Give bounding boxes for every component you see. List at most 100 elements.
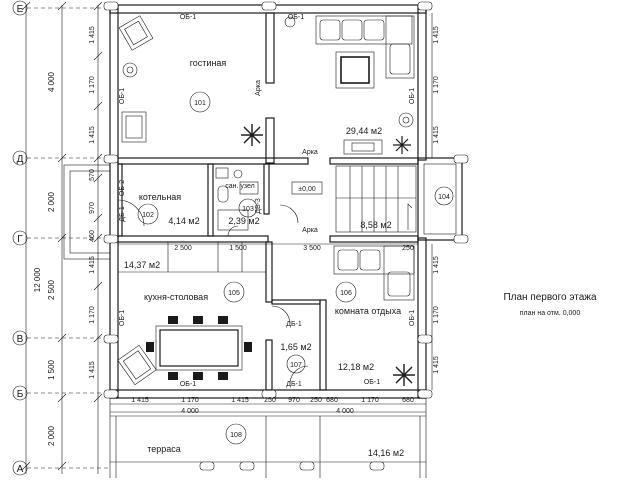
room-living-name: гостиная (190, 58, 227, 68)
axis-v-marker: В (12, 330, 28, 346)
label-ob1-b: ОБ-1 (288, 14, 304, 21)
dim-inner-a: 1 415 (89, 26, 96, 44)
dim-inner-e: 970 (89, 202, 96, 214)
room-rest-number: 106 (335, 281, 357, 303)
svg-text:106: 106 (340, 290, 352, 297)
room-rest-area: 12,18 м2 (338, 362, 374, 372)
room-boiler-number: 102 (137, 203, 159, 225)
dim-right-i: 1 415 (433, 356, 440, 374)
dim-right-a: 1 415 (433, 26, 440, 44)
svg-text:108: 108 (230, 432, 242, 439)
dim-bottom-f: 250 (310, 397, 322, 404)
doors (117, 199, 309, 385)
dim-inner-f: 460 (89, 230, 96, 242)
label-db3: ДБ-3 (255, 198, 262, 214)
dim-left-seg-top: 4 000 (47, 71, 56, 92)
label-arch-1: Арка (255, 80, 262, 96)
middle-dimension-lines: 2 500 1 500 3 500 250 (118, 243, 418, 252)
dim-inner-h: 1 170 (89, 306, 96, 324)
dim-mid-d: 250 (402, 245, 414, 252)
title-line-2: план на отм. 0,000 (520, 310, 581, 317)
dim-right-c: 1 415 (433, 126, 440, 144)
room-terrace-area: 14,16 м2 (368, 448, 404, 458)
label-db1-c: ДБ-1 (286, 381, 302, 388)
dim-inner-c: 1 415 (89, 126, 96, 144)
axis-b-marker: Б (12, 385, 28, 401)
plan-title: План первого этажа план на отм. 0,000 (503, 292, 597, 317)
svg-text:Б: Б (17, 389, 24, 400)
dim-right-b: 1 170 (433, 76, 440, 94)
label-ob1-f: ОБ-1 (409, 310, 416, 326)
label-arch-2: Арка (302, 149, 318, 156)
dim-bottom-d: 250 (264, 397, 276, 404)
dim-bottom-i: 680 (402, 397, 414, 404)
room-corridor-area: 1,65 м2 (280, 342, 311, 352)
plant-star-icon-2 (393, 364, 415, 386)
room-kitchen-area: 14,37 м2 (124, 260, 160, 270)
svg-text:В: В (17, 334, 24, 345)
dim-inner-i: 1 415 (89, 361, 96, 379)
svg-text:А: А (17, 464, 24, 475)
dim-inner-b: 1 170 (89, 76, 96, 94)
rest-room-furniture (333, 245, 415, 386)
dim-mid-c: 3 500 (303, 245, 321, 252)
interior-walls (117, 12, 419, 391)
room-stair-area: 8,58 м2 (360, 220, 391, 230)
axis-markers: Е Д Г В Б А (12, 0, 110, 476)
outer-walls (63, 4, 463, 399)
plant-icon (122, 62, 138, 78)
room-boiler-name: котельная (139, 192, 181, 202)
label-db1-a: ДБ-1 (119, 206, 126, 222)
axis-e-marker: Е (12, 0, 28, 16)
fireplace-icon (241, 124, 263, 146)
room-bath-area: 2,39 м2 (228, 216, 259, 226)
label-ob2: ОБ-2 (119, 180, 126, 196)
svg-text:101: 101 (194, 100, 206, 107)
svg-text:107: 107 (290, 362, 302, 369)
room-corridor-number: 107 (286, 354, 306, 374)
dim-mid-a: 2 500 (174, 245, 192, 252)
label-ob1-d: ОБ-1 (409, 88, 416, 104)
room-boiler-area: 4,14 м2 (168, 216, 199, 226)
left-dimension-lines: 12 000 4 000 2 000 2 500 1 500 2 000 1 4… (21, 1, 103, 474)
room-living-number: 101 (189, 91, 211, 113)
plant-icon-2 (398, 112, 414, 128)
dim-bottom-e: 970 (288, 397, 300, 404)
dim-bottom-h: 1 170 (361, 397, 379, 404)
label-ob1-h: ОБ-1 (364, 379, 380, 386)
room-terrace-number: 108 (225, 423, 247, 445)
dim-bottom-a: 1 415 (131, 397, 149, 404)
svg-text:104: 104 (438, 194, 450, 201)
svg-text:102: 102 (142, 212, 154, 219)
staircase (335, 165, 417, 233)
axis-d-marker: Д (12, 150, 28, 166)
room-stair-number: 104 (434, 186, 454, 206)
dim-bottom-c: 1 415 (231, 397, 249, 404)
room-kitchen-number: 105 (223, 281, 245, 303)
bath-fixtures (215, 167, 259, 231)
log-ends (103, 1, 469, 399)
label-ob1-a: ОБ-1 (180, 14, 196, 21)
svg-text:Г: Г (17, 234, 23, 245)
svg-text:103: 103 (242, 206, 254, 213)
dim-inner-g: 1 415 (89, 256, 96, 274)
label-ob1-c: ОБ-1 (119, 88, 126, 104)
dim-left-total: 12 000 (33, 267, 42, 292)
axis-a-marker: А (12, 460, 28, 476)
opening-labels: Арка Арка Арка ±0,00 ОБ-1 ОБ-1 ОБ-1 ОБ-1… (119, 14, 416, 388)
plant-star-icon (393, 136, 411, 154)
room-kitchen-name: кухня-столовая (144, 292, 208, 302)
svg-text:±0,00: ±0,00 (298, 186, 316, 193)
right-dimension-lines: 1 415 1 170 1 415 1 415 1 170 1 415 (431, 13, 440, 390)
svg-text:Е: Е (17, 4, 24, 15)
living-room-furniture (118, 15, 415, 155)
dim-bottom-b: 1 170 (181, 397, 199, 404)
room-labels: гостиная 101 29,44 м2 котельная 102 4,14… (124, 58, 454, 458)
dim-left-seg-mid2: 2 500 (47, 279, 56, 300)
svg-text:105: 105 (228, 290, 240, 297)
room-bath-number: 103 (238, 198, 258, 218)
dim-mid-b: 1 500 (229, 245, 247, 252)
room-terrace-name: терраса (147, 444, 181, 454)
dim-right-h: 1 170 (433, 306, 440, 324)
